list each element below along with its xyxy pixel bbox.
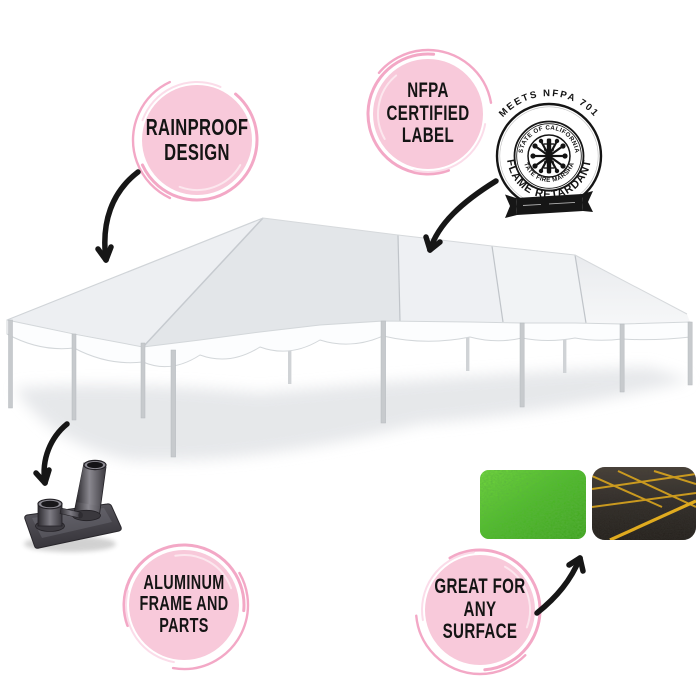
tent-image <box>6 217 693 461</box>
badge-nfpa-line2: CERTIFIED <box>386 101 470 125</box>
grass-image <box>480 470 586 539</box>
badge-aluminum-line2: FRAME AND <box>139 593 229 616</box>
badge-nfpa-line1: NFPA <box>407 79 449 103</box>
tent-valance-front <box>142 320 691 368</box>
badge-surface-line3: SURFACE <box>442 620 518 644</box>
badge-aluminum: ALUMINUM FRAME AND PARTS <box>109 530 259 680</box>
badge-aluminum-line1: ALUMINUM <box>143 571 225 594</box>
seal-ribbon-detail <box>522 201 576 206</box>
badge-surface-line1: GREAT FOR <box>434 575 526 599</box>
seal-ribbon <box>505 191 593 218</box>
pink-brush-circle <box>362 48 494 180</box>
badge-nfpa: NFPA CERTIFIED LABEL <box>353 39 503 189</box>
badge-rainproof-line2: DESIGN <box>164 139 230 165</box>
badge-rainproof: RAINPROOF DESIGN <box>122 65 272 215</box>
base-plate-image <box>24 459 122 552</box>
flame-retardant-seal: MEETS NFPA 701 FLAME RETARDANT STATE OF … <box>483 88 603 218</box>
badge-nfpa-line3: LABEL <box>401 124 455 148</box>
badge-surface-line2: ANY <box>463 597 497 621</box>
pink-brush-circle <box>131 74 263 206</box>
pink-brush-circle <box>414 544 546 676</box>
parking-lines <box>592 470 696 508</box>
tent-back-legs <box>288 323 567 384</box>
badge-aluminum-line3: PARTS <box>159 614 209 637</box>
tent-front-legs <box>8 319 693 458</box>
seal-emblem <box>530 138 568 174</box>
asphalt-image <box>592 467 696 540</box>
parking-line-bold <box>609 499 696 540</box>
short-pole-socket <box>35 498 83 532</box>
badge-surface: GREAT FOR ANY SURFACE <box>405 535 555 685</box>
tent-roof <box>6 217 690 348</box>
badge-rainproof-line1: RAINPROOF <box>145 114 249 141</box>
pink-brush-circle <box>118 539 250 671</box>
